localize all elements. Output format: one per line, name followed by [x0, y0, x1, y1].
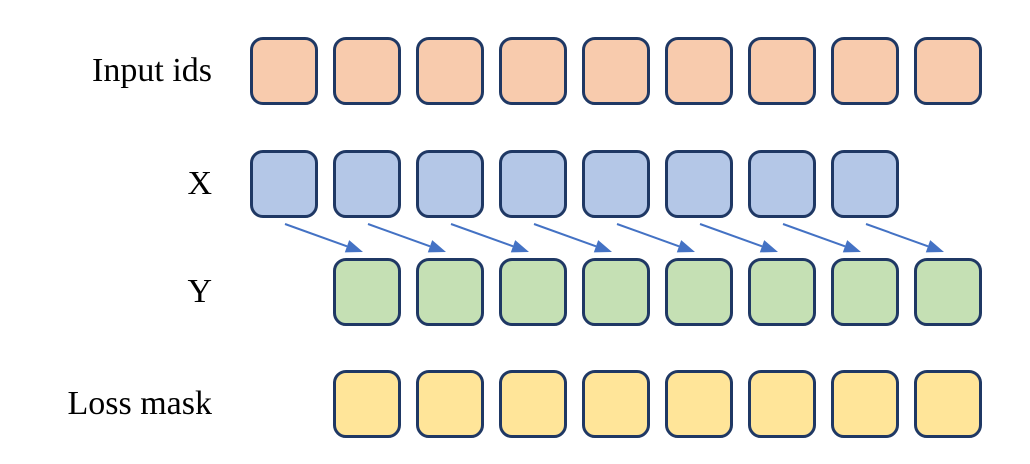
cell-x-3: [499, 150, 567, 218]
cell-loss-mask-1: [416, 370, 484, 438]
shift-arrow-head-3: [593, 240, 612, 253]
shift-arrow-head-7: [925, 240, 944, 253]
cell-input-ids-5: [665, 37, 733, 105]
shift-arrow-line-3: [533, 223, 597, 248]
cell-loss-mask-2: [499, 370, 567, 438]
cell-input-ids-8: [914, 37, 982, 105]
cell-input-ids-7: [831, 37, 899, 105]
shift-arrow-2: [450, 223, 529, 253]
shift-arrow-line-6: [782, 223, 846, 248]
shift-arrow-line-2: [450, 223, 514, 248]
cell-y-5: [748, 258, 816, 326]
cell-y-0: [333, 258, 401, 326]
cell-loss-mask-3: [582, 370, 650, 438]
cell-y-7: [914, 258, 982, 326]
shift-arrow-7: [865, 223, 944, 253]
cell-y-1: [416, 258, 484, 326]
cell-loss-mask-0: [333, 370, 401, 438]
shift-arrow-4: [616, 223, 695, 253]
cell-input-ids-2: [416, 37, 484, 105]
cell-x-0: [250, 150, 318, 218]
row-label-loss-mask: Loss mask: [67, 385, 213, 422]
cell-loss-mask-7: [914, 370, 982, 438]
cell-loss-mask-6: [831, 370, 899, 438]
shift-arrow-3: [533, 223, 612, 253]
cell-input-ids-6: [748, 37, 816, 105]
shift-arrow-head-5: [759, 240, 778, 253]
cell-input-ids-1: [333, 37, 401, 105]
cell-loss-mask-5: [748, 370, 816, 438]
shift-arrow-6: [782, 223, 861, 253]
cell-x-5: [665, 150, 733, 218]
shift-arrow-5: [699, 223, 778, 253]
row-label-y: Y: [187, 273, 212, 310]
cell-x-1: [333, 150, 401, 218]
cell-x-7: [831, 150, 899, 218]
shift-arrow-head-6: [842, 240, 861, 253]
shift-arrow-line-0: [284, 223, 348, 248]
cell-input-ids-0: [250, 37, 318, 105]
cell-x-6: [748, 150, 816, 218]
cell-input-ids-4: [582, 37, 650, 105]
row-label-x: X: [187, 165, 212, 202]
shift-arrow-line-7: [865, 223, 929, 248]
row-label-input-ids: Input ids: [92, 52, 212, 89]
cell-input-ids-3: [499, 37, 567, 105]
shift-arrow-head-2: [510, 240, 529, 253]
cell-x-4: [582, 150, 650, 218]
shift-arrow-line-5: [699, 223, 763, 248]
cell-y-4: [665, 258, 733, 326]
cell-y-6: [831, 258, 899, 326]
cell-y-3: [582, 258, 650, 326]
cell-loss-mask-4: [665, 370, 733, 438]
shift-arrow-head-1: [427, 240, 446, 253]
cell-y-2: [499, 258, 567, 326]
shift-arrow-1: [367, 223, 446, 253]
shift-arrow-head-0: [344, 240, 363, 253]
shift-arrow-0: [284, 223, 363, 253]
shift-arrow-line-1: [367, 223, 431, 248]
shift-arrow-head-4: [676, 240, 695, 253]
shift-arrow-line-4: [616, 223, 680, 248]
cell-x-2: [416, 150, 484, 218]
